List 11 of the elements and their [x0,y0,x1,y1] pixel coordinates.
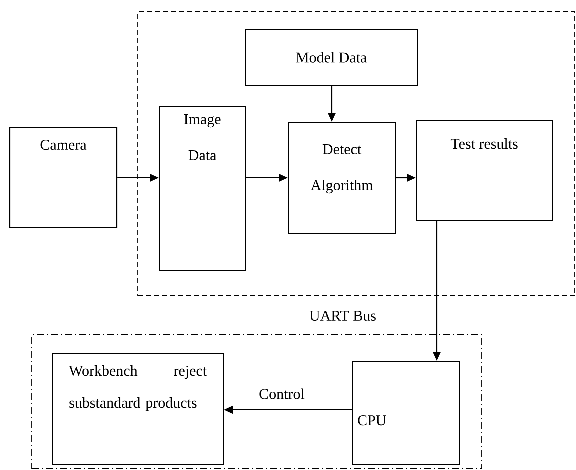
process-box: Detect Algorithm [288,122,396,234]
process-box: Workbench reject substandard products [52,353,224,466]
dashdot-group-box [32,334,482,470]
process-box: Model Data [245,29,418,86]
dashed-group-box [138,12,576,296]
edge-label: Control [258,388,306,400]
process-box: CPU [352,361,460,466]
edge-label: UART Bus [308,310,378,322]
process-box: Camera [9,127,118,229]
process-box: Image Data [159,106,246,272]
process-box: Test results [416,120,554,222]
